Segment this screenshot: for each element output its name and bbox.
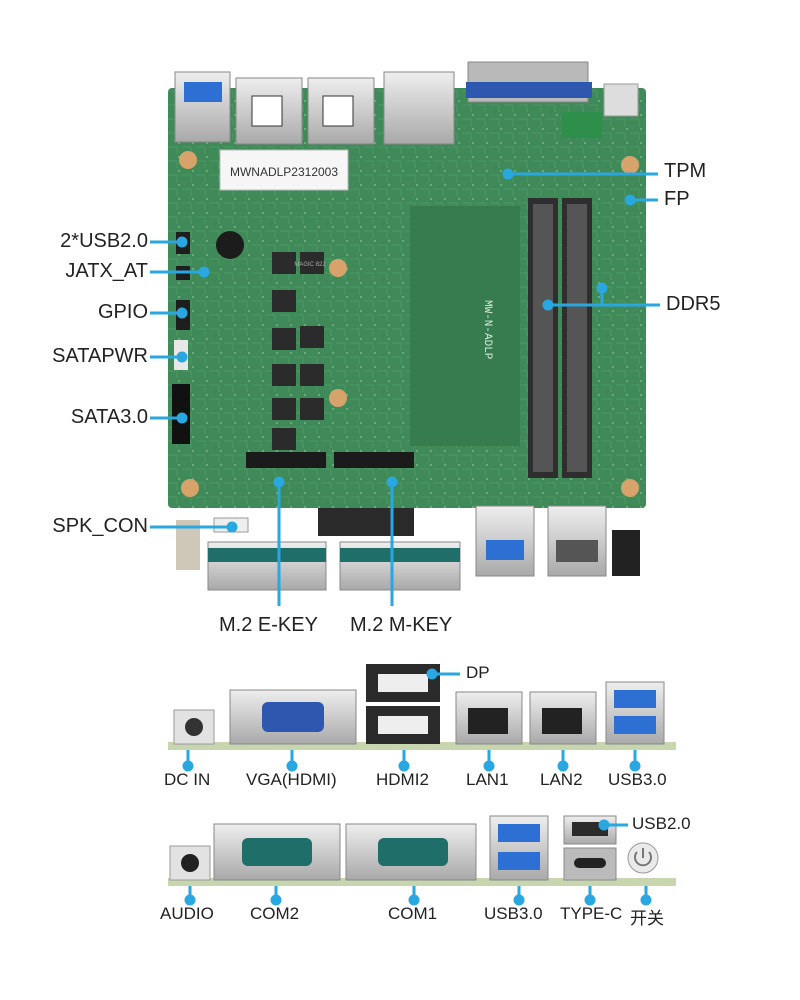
label-spk-con: SPK_CON: [52, 515, 148, 537]
mount-hole: [181, 479, 199, 497]
bottom-usb3-connector-1: [475, 505, 535, 577]
m2-mkey-slot: [334, 452, 414, 468]
chip-marking: MAGIC 822: [294, 262, 326, 268]
mount-hole: [329, 389, 347, 407]
buzzer: [216, 231, 244, 259]
top-hdmi-connector: [383, 71, 455, 145]
label-m2-ekey: M.2 E-KEY: [219, 614, 318, 636]
label-fp: FP: [664, 188, 690, 210]
label-lan1: LAN1: [466, 770, 509, 789]
label-front-usb30: USB3.0: [484, 904, 543, 923]
label-lan2: LAN2: [540, 770, 583, 789]
rear-callouts: [182, 668, 641, 772]
label-sata30: SATA3.0: [70, 406, 148, 428]
label-2usb20: 2*USB2.0: [60, 230, 148, 252]
label-gpio: GPIO: [97, 301, 148, 323]
label-m2-mkey: M.2 M-KEY: [350, 614, 453, 636]
dc-jack: [603, 83, 639, 117]
top-lan-connector-1: [235, 77, 303, 145]
m2-ekey-slot: [246, 452, 326, 468]
label-hdmi2: HDMI2: [376, 770, 429, 789]
front-panel-base: [168, 878, 676, 886]
ddr5-slot: [528, 198, 592, 478]
rear-panel-base: [168, 742, 676, 750]
power-inductors: [272, 252, 324, 450]
label-dp: DP: [466, 663, 490, 682]
mount-hole: [621, 479, 639, 497]
board-callouts: [150, 168, 660, 606]
label-dc-in: DC IN: [164, 770, 211, 789]
front-io-panel: [168, 815, 676, 886]
label-satapwr: SATAPWR: [52, 345, 148, 367]
label-tpm: TPM: [664, 160, 707, 182]
label-ddr5: DDR5: [666, 293, 721, 315]
label-typec: TYPE-C: [560, 904, 623, 923]
label-com2: COM2: [250, 904, 300, 923]
mount-hole: [329, 259, 347, 277]
label-jatx-at: JATX_AT: [65, 260, 148, 282]
mount-hole: [179, 151, 197, 169]
motherboard-photo: MWNADLP2312003 MAGIC 822 MW-N-ADLP: [168, 61, 646, 591]
label-front-usb20: USB2.0: [632, 814, 691, 833]
audio-jack: [612, 530, 640, 576]
serial-sticker: [219, 149, 349, 191]
label-com1: COM1: [388, 904, 438, 923]
label-vga-hdmi: VGA(HDMI): [246, 770, 337, 789]
front-callouts: [184, 819, 652, 906]
label-power-switch: 开关: [630, 909, 664, 928]
label-rear-usb30: USB3.0: [608, 770, 667, 789]
mount-hole: [621, 156, 639, 174]
label-audio: AUDIO: [160, 904, 214, 923]
pin-header: [318, 508, 414, 536]
serial-sticker-text: MWNADLP2312003: [230, 165, 338, 179]
rear-io-panel: [168, 664, 676, 750]
board-silkscreen: MW-N-ADLP: [481, 300, 493, 360]
soc-area: [410, 206, 520, 446]
